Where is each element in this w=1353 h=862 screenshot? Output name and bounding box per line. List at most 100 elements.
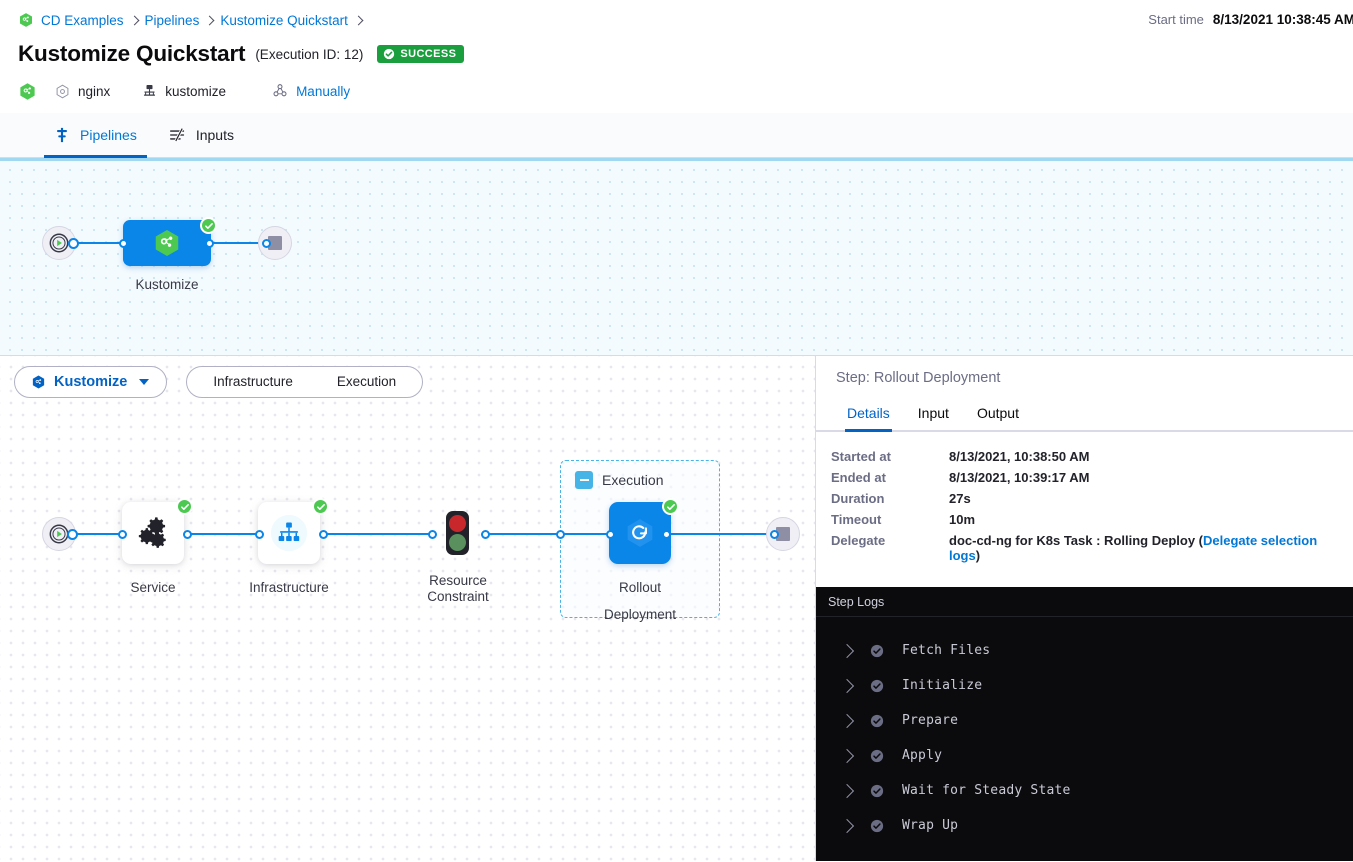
detail-key: Duration	[831, 491, 885, 506]
step-logs-panel: Step Logs Fetch Files	[816, 587, 1353, 861]
inputs-icon	[169, 127, 184, 142]
page-title: Kustomize Quickstart	[18, 41, 246, 66]
detail-row-duration: Duration 27s	[831, 491, 1333, 506]
execution-meta-row: nginx kustomize	[18, 79, 1335, 103]
connector-dot	[556, 530, 565, 539]
log-row[interactable]: Prepare	[816, 703, 1353, 738]
meta-service-label: nginx	[78, 83, 111, 99]
connector-rollout-to-end	[665, 533, 785, 535]
connector-resource-to-rollout	[484, 533, 614, 535]
breadcrumb-item-cd-examples[interactable]: CD Examples	[41, 12, 124, 28]
stage-node-service[interactable]	[122, 502, 184, 564]
log-row[interactable]: Initialize	[816, 668, 1353, 703]
chevron-right-icon[interactable]	[839, 678, 855, 693]
detail-key: Timeout	[831, 512, 882, 527]
traffic-light-red	[449, 515, 466, 532]
stage-node-service-label: Service	[130, 580, 176, 595]
connector-dot	[662, 530, 671, 539]
check-icon	[180, 503, 189, 510]
chevron-right-icon[interactable]	[839, 783, 855, 798]
service-gears-icon	[138, 517, 166, 548]
check-icon	[666, 503, 675, 510]
stage-toolbar: Kustomize Infrastructure Execution	[0, 356, 424, 408]
meta-item-service: nginx	[55, 84, 110, 99]
log-label: Initialize	[902, 678, 983, 693]
start-time-label: Start time	[1148, 12, 1204, 27]
title-row: Kustomize Quickstart (Execution ID: 12) …	[18, 41, 1335, 67]
collapse-group-button[interactable]	[575, 471, 593, 489]
tab-pipelines[interactable]: Pipelines	[38, 113, 153, 158]
check-icon	[316, 503, 325, 510]
detail-row-timeout: Timeout 10m	[831, 512, 1333, 527]
step-tab-output[interactable]: Output	[976, 405, 1019, 421]
pipeline-graph-canvas[interactable]: Kustomize	[0, 158, 1353, 356]
step-logs-title: Step Logs	[816, 587, 1353, 617]
chevron-right-icon[interactable]	[839, 818, 855, 833]
step-tab-input[interactable]: Input	[917, 405, 949, 421]
tab-pipelines-label: Pipelines	[80, 127, 137, 143]
chevron-right-icon[interactable]	[839, 643, 855, 658]
service-hex-icon	[56, 84, 69, 98]
meta-item-infrastructure: kustomize	[142, 83, 226, 99]
log-row[interactable]: Apply	[816, 738, 1353, 773]
breadcrumb-item-pipelines[interactable]: Pipelines	[144, 12, 200, 28]
log-row[interactable]: Fetch Files	[816, 633, 1353, 668]
stage-tab-infrastructure[interactable]: Infrastructure	[213, 374, 293, 389]
pipeline-stage-node-kustomize[interactable]	[123, 220, 211, 266]
check-circle-icon	[870, 679, 884, 692]
rollout-line1: Rollout	[618, 580, 662, 595]
stop-icon	[268, 236, 282, 250]
stage-tab-execution[interactable]: Execution	[336, 374, 397, 389]
step-logs-list: Fetch Files Initialize	[816, 617, 1353, 843]
stage-selector[interactable]: Kustomize	[14, 366, 168, 398]
log-label: Wait for Steady State	[902, 783, 1071, 798]
log-row[interactable]: Wait for Steady State	[816, 773, 1353, 808]
chevron-down-icon	[139, 379, 150, 385]
delegate-selection-logs-link[interactable]: Delegate selection logs	[949, 533, 1318, 563]
check-icon	[204, 222, 213, 229]
connector-dot	[481, 530, 490, 539]
status-badge-label: SUCCESS	[400, 48, 457, 60]
chevron-right-icon	[204, 15, 215, 25]
start-time: Start time 8/13/2021 10:38:45 AM	[1148, 12, 1353, 27]
chevron-right-icon[interactable]	[839, 748, 855, 763]
detail-value: 8/13/2021, 10:38:50 AM	[949, 449, 1090, 464]
detail-value: 27s	[949, 491, 971, 506]
delegate-text: doc-cd-ng for K8s Task : Rolling Deploy …	[949, 533, 1203, 548]
check-circle-icon	[870, 714, 884, 727]
meta-item-trigger[interactable]: Manually	[272, 83, 350, 99]
connector-dot	[205, 239, 214, 248]
chevron-right-icon[interactable]	[839, 713, 855, 728]
stage-graph-canvas[interactable]: Kustomize Infrastructure Execution Execu…	[0, 356, 815, 861]
tab-inputs[interactable]: Inputs	[153, 113, 250, 157]
delegate-text-suffix: )	[975, 548, 981, 563]
log-label: Prepare	[902, 713, 959, 728]
harness-logo-icon	[20, 82, 35, 100]
step-detail-panel: Step: Rollout Deployment Details Input O…	[815, 356, 1353, 861]
stage-node-infrastructure[interactable]	[258, 502, 320, 564]
stage-hex-icon	[32, 375, 45, 389]
pipeline-stage-label: Kustomize	[135, 277, 199, 292]
stage-node-resource-constraint[interactable]	[446, 511, 469, 555]
check-circle-icon	[870, 819, 884, 832]
connector-dot	[428, 530, 437, 539]
detail-row-delegate: Delegate doc-cd-ng for K8s Task : Rollin…	[831, 533, 1333, 563]
breadcrumb-item-kustomize-quickstart[interactable]: Kustomize Quickstart	[220, 12, 348, 28]
harness-logo-icon	[20, 13, 32, 27]
stop-icon	[776, 527, 790, 541]
connector-start-to-service	[70, 533, 130, 535]
start-time-value: 8/13/2021 10:38:45 AM	[1212, 12, 1353, 27]
meta-trigger-label[interactable]: Manually	[296, 83, 351, 99]
stage-node-rollout-deployment[interactable]	[609, 502, 671, 564]
detail-value: 10m	[949, 512, 976, 527]
resource-constraint-line2: Constraint	[427, 589, 489, 604]
connector-dot	[606, 530, 615, 539]
step-tab-details[interactable]: Details	[833, 399, 904, 432]
tab-inputs-label: Inputs	[195, 127, 234, 143]
step-details-table: Started at 8/13/2021, 10:38:50 AM Ended …	[816, 432, 1353, 569]
connector-infra-to-resource	[322, 533, 432, 535]
log-label: Apply	[902, 748, 943, 763]
log-row[interactable]: Wrap Up	[816, 808, 1353, 843]
breadcrumb: CD Examples Pipelines Kustomize Quicksta…	[18, 0, 1335, 40]
